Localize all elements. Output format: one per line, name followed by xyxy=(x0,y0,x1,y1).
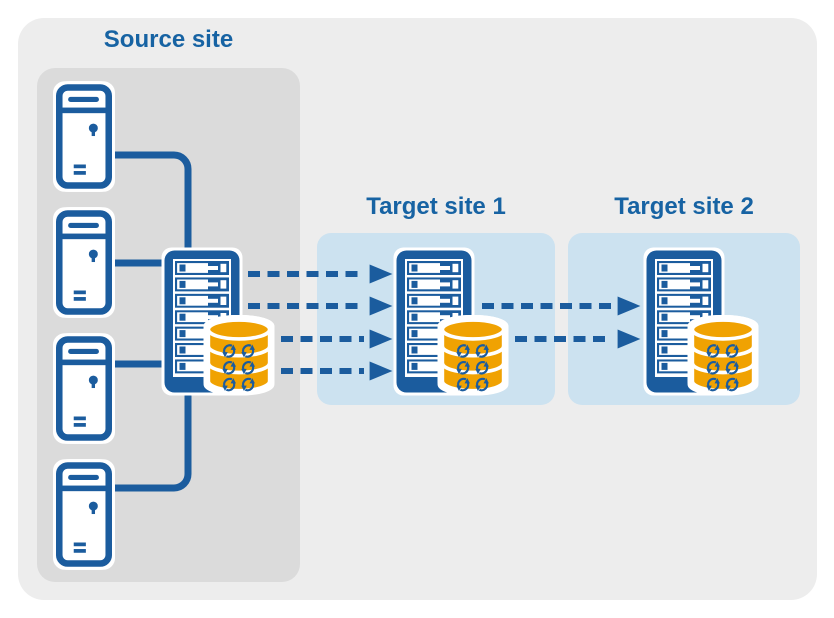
target-site-2-panel xyxy=(568,233,800,405)
source-site-panel xyxy=(37,68,300,582)
source-site-title: Source site xyxy=(103,26,234,53)
target-site-1-panel xyxy=(317,233,555,405)
target-site-1-title: Target site 1 xyxy=(366,193,506,220)
target-site-2-title: Target site 2 xyxy=(614,193,754,220)
